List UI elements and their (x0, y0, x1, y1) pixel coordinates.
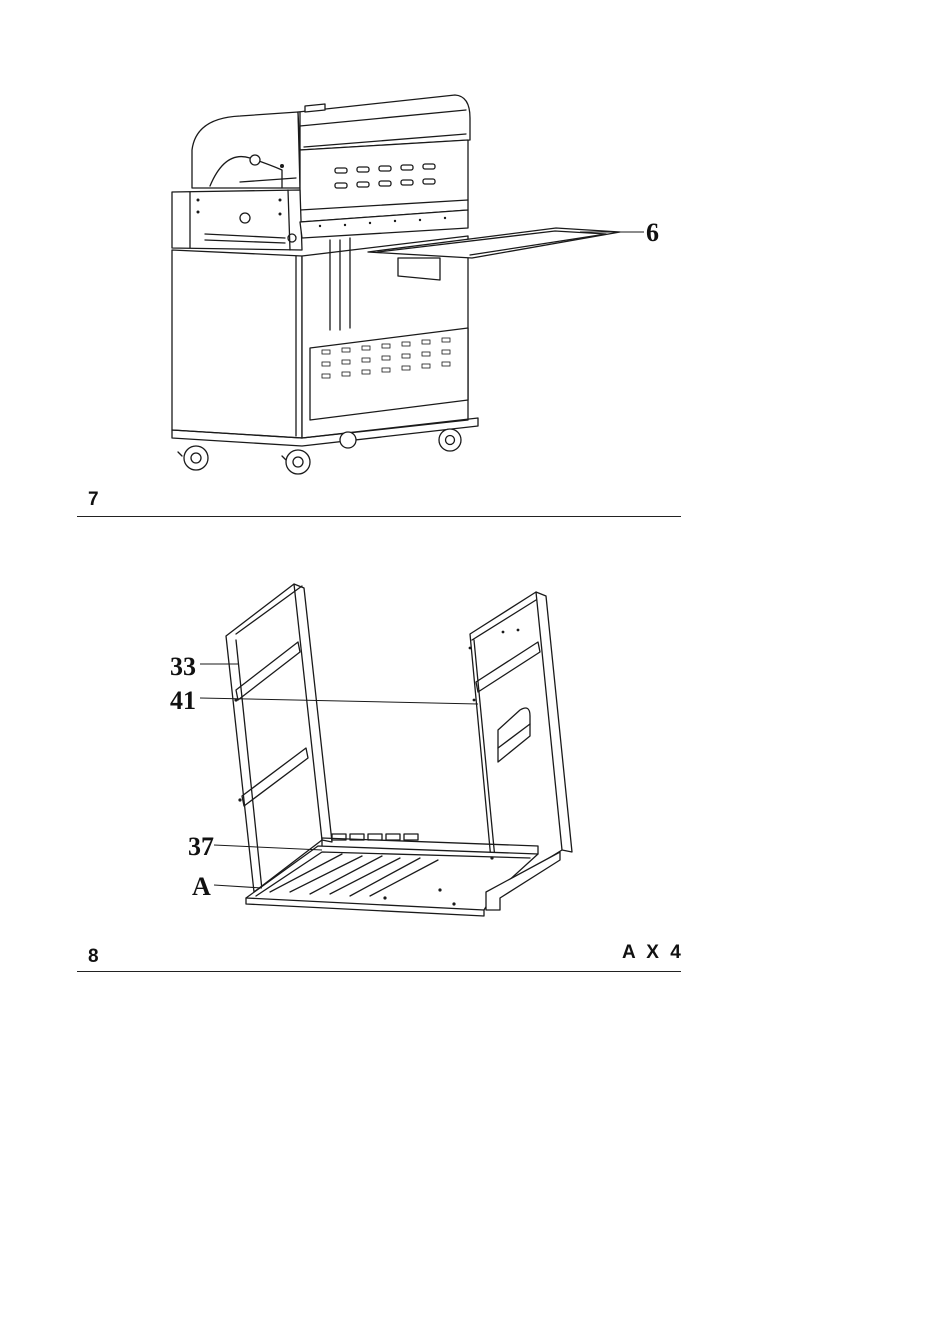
callout-37: 37 (188, 832, 214, 861)
step-number: 8 (88, 946, 99, 968)
step-divider (77, 971, 681, 972)
callout-A: A (192, 872, 211, 901)
step-8-illustration: 33 41 37 A (0, 0, 933, 980)
hardware-quantity: A X 4 (622, 942, 684, 964)
right-side-panel (469, 592, 572, 892)
callout-33: 33 (170, 652, 196, 681)
callout-41: 41 (170, 686, 196, 715)
